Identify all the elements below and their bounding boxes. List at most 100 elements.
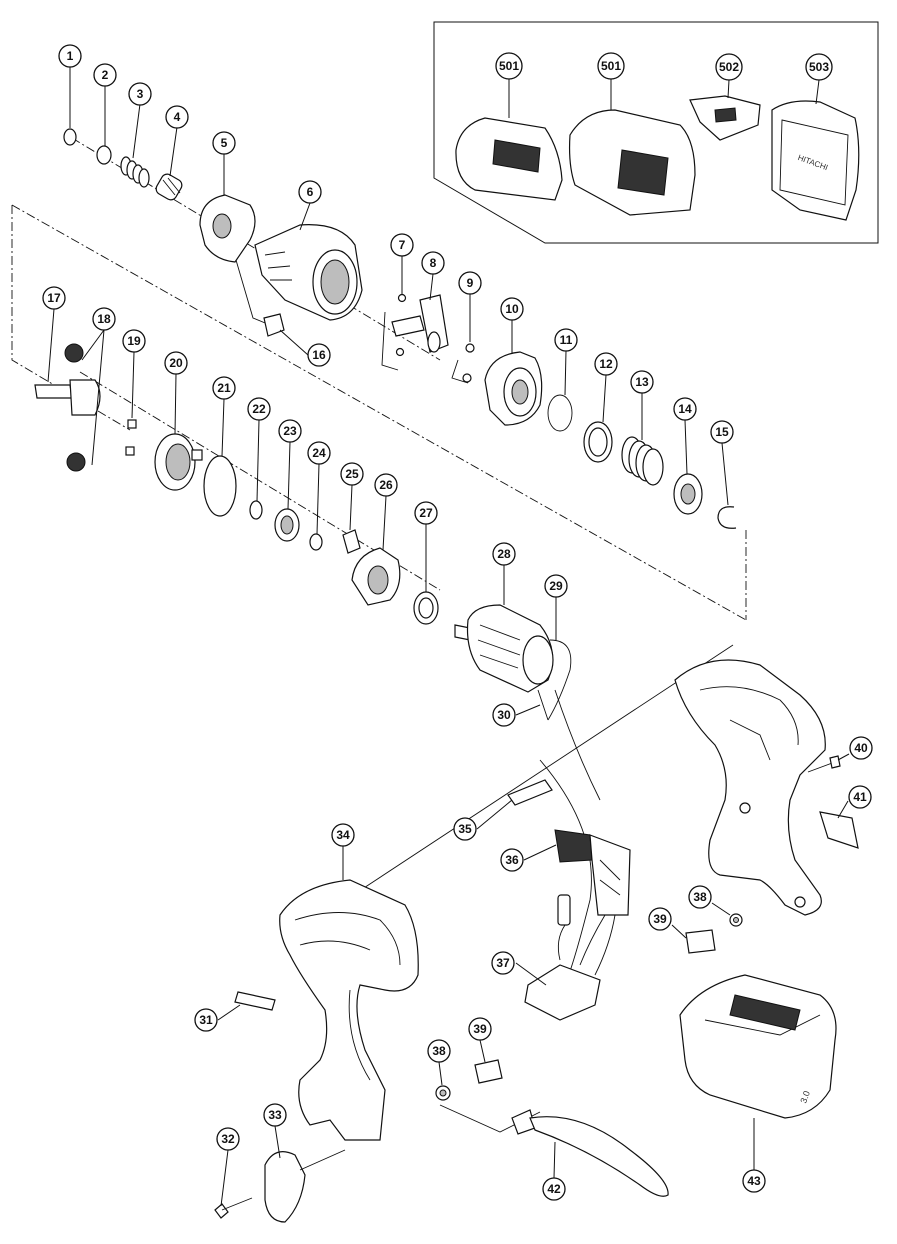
callout-18[interactable]: 18 [92,307,116,331]
svg-text:42: 42 [547,1182,561,1196]
callout-23[interactable]: 23 [278,419,302,443]
part-4-sleeve [155,173,183,201]
callout-42[interactable]: 42 [542,1177,566,1201]
callout-43[interactable]: 43 [742,1169,766,1193]
callout-26[interactable]: 26 [374,473,398,497]
callout-16[interactable]: 16 [307,343,331,367]
part-36-switch [554,829,631,916]
svg-text:10: 10 [505,302,519,316]
callout-1[interactable]: 1 [58,44,82,68]
svg-text:36: 36 [505,853,519,867]
part-29-lead-wire [547,639,572,721]
svg-text:23: 23 [283,424,297,438]
part-43-battery: 3.0 [679,974,837,1119]
callout-10[interactable]: 10 [500,297,524,321]
callout-38-right[interactable]: 38 [688,885,712,909]
callout-15[interactable]: 15 [710,420,734,444]
svg-text:12: 12 [599,357,613,371]
part-9-steel-balls [462,343,475,383]
svg-text:24: 24 [312,446,326,460]
callout-25[interactable]: 25 [340,462,364,486]
callout-11[interactable]: 11 [554,328,578,352]
part-37-control-circuit [524,894,616,1021]
callout-5[interactable]: 5 [212,131,236,155]
part-18-idle-gears [64,343,86,472]
callout-20[interactable]: 20 [164,351,188,375]
svg-text:28: 28 [497,547,511,561]
part-3-spring [120,156,150,188]
part-33-hook [264,1149,346,1223]
housing-right [674,659,826,916]
callout-14[interactable]: 14 [673,397,697,421]
part-23-ball-bearing [274,508,300,542]
part-32-tapping-screw [214,1197,253,1219]
part-20-internal-gear [154,433,203,491]
callout-502[interactable]: 502 [715,53,743,81]
svg-text:41: 41 [853,790,867,804]
part-21-o-ring [203,455,237,517]
callout-35[interactable]: 35 [453,817,477,841]
callout-27[interactable]: 27 [414,501,438,525]
callout-19[interactable]: 19 [122,329,146,353]
callout-17[interactable]: 17 [42,286,66,310]
callout-2[interactable]: 2 [93,63,117,87]
svg-text:501: 501 [601,59,621,73]
svg-text:27: 27 [419,506,433,520]
part-501-charger-a [455,117,563,201]
svg-text:7: 7 [399,238,406,252]
callout-22[interactable]: 22 [247,397,271,421]
part-503-carrying-case: HITACHI [771,100,860,221]
part-35-name-plate [507,779,553,806]
callout-29[interactable]: 29 [544,574,568,598]
callout-8[interactable]: 8 [421,251,445,275]
svg-text:21: 21 [217,381,231,395]
callout-38[interactable]: 38 [427,1039,451,1063]
callout-leaders [47,66,850,1207]
callout-503[interactable]: 503 [805,53,833,81]
callout-501-a[interactable]: 501 [495,52,523,80]
part-17-spindle [34,379,101,416]
svg-text:13: 13 [635,375,649,389]
svg-text:38: 38 [693,890,707,904]
callout-30[interactable]: 30 [492,703,516,727]
callout-7[interactable]: 7 [390,233,414,257]
part-38-nut-left [435,1085,451,1101]
part-25-block [342,529,361,554]
svg-text:32: 32 [221,1132,235,1146]
svg-text:34: 34 [336,828,350,842]
callout-41[interactable]: 41 [848,785,872,809]
callout-12[interactable]: 12 [594,352,618,376]
callout-34[interactable]: 34 [331,823,355,847]
part-2-washer [96,145,112,165]
callout-501-b[interactable]: 501 [597,52,625,80]
callout-37[interactable]: 37 [491,951,515,975]
callout-39[interactable]: 39 [468,1017,492,1041]
part-15-retaining-ring [717,506,737,529]
accessories-inset-frame [433,21,879,244]
callout-21[interactable]: 21 [212,376,236,400]
callout-4[interactable]: 4 [165,105,189,129]
svg-text:43: 43 [747,1174,761,1188]
callout-13[interactable]: 13 [630,370,654,394]
callout-39-right[interactable]: 39 [648,907,672,931]
callout-3[interactable]: 3 [128,82,152,106]
callout-32[interactable]: 32 [216,1127,240,1151]
battery-capacity-label: 3.0 [798,1089,812,1104]
callout-6[interactable]: 6 [298,180,322,204]
callout-36[interactable]: 36 [500,848,524,872]
svg-text:19: 19 [127,334,141,348]
svg-text:22: 22 [252,402,266,416]
callout-40[interactable]: 40 [849,736,873,760]
part-11-ring [547,394,573,432]
svg-text:20: 20 [169,356,183,370]
callout-9[interactable]: 9 [458,271,482,295]
part-41-label [819,811,859,849]
callout-31[interactable]: 31 [194,1008,218,1032]
callout-28[interactable]: 28 [492,542,516,566]
svg-text:1: 1 [67,49,74,63]
callout-33[interactable]: 33 [263,1103,287,1127]
svg-text:16: 16 [312,348,326,362]
callout-24[interactable]: 24 [307,441,331,465]
svg-text:14: 14 [678,402,692,416]
